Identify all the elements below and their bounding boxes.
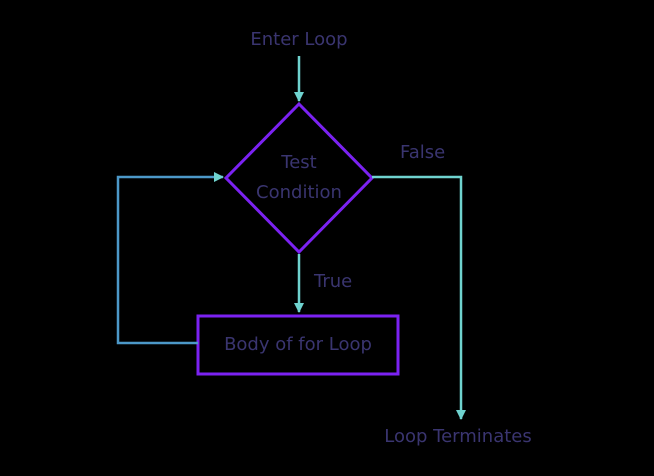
condition-label-line1: Test bbox=[281, 152, 317, 173]
false-label: False bbox=[400, 142, 446, 163]
loop-back-arrow bbox=[116, 172, 224, 345]
condition-diamond bbox=[223, 101, 375, 255]
false-arrow bbox=[372, 175, 466, 420]
loop-body-label: Body of for Loop bbox=[224, 334, 372, 355]
true-label: True bbox=[314, 271, 353, 292]
loop-body-box bbox=[196, 314, 400, 376]
condition-label-line2: Condition bbox=[256, 182, 342, 203]
loop-terminates-label: Loop Terminates bbox=[384, 426, 532, 447]
enter-loop-label: Enter Loop bbox=[250, 29, 348, 50]
